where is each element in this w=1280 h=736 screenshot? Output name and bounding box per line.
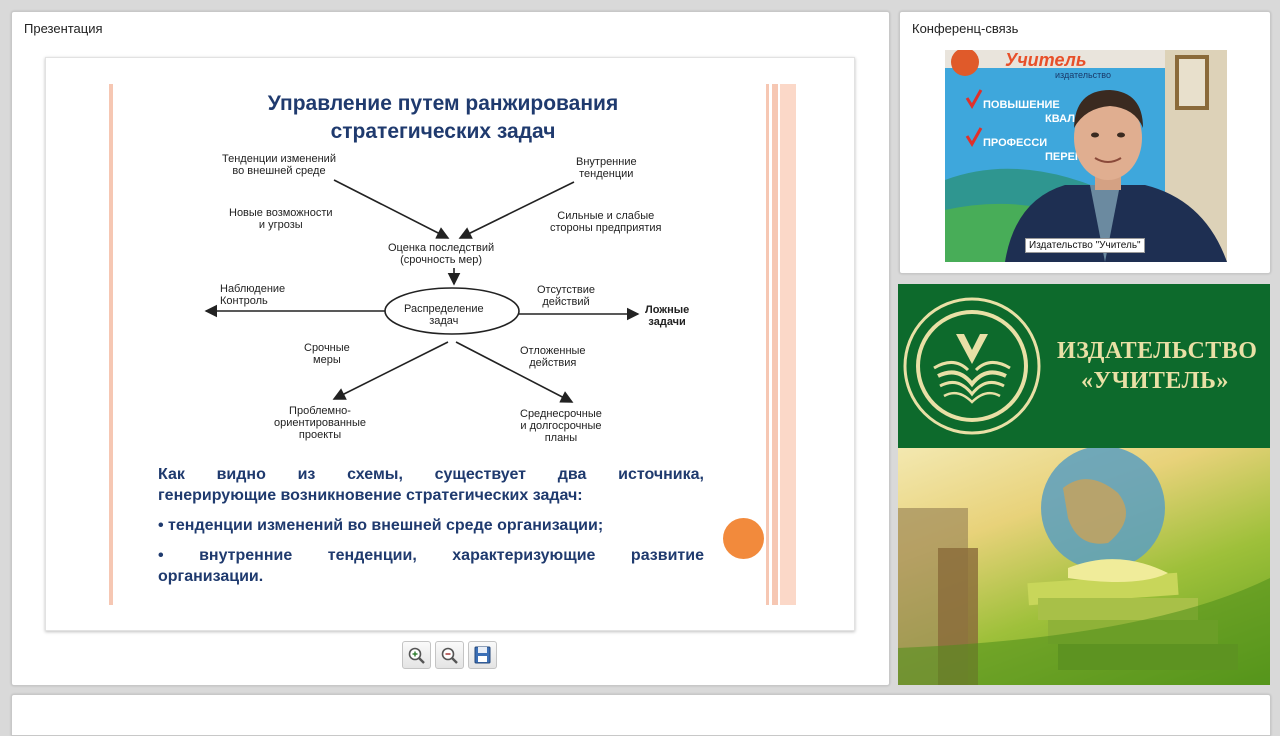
backdrop-text-1: издательство bbox=[1055, 70, 1111, 80]
backdrop-text-4: ПРОФЕССИ bbox=[983, 137, 1047, 149]
backdrop-text-2: ПОВЫШЕНИЕ bbox=[983, 99, 1060, 111]
slide-title-line-2: стратегических задач bbox=[330, 120, 556, 143]
zoom-out-icon bbox=[441, 647, 458, 664]
orange-circle-decor bbox=[723, 518, 764, 559]
diagram-label-right-upper: Отсутствие действий bbox=[537, 284, 596, 308]
banner-top: ИЗДАТЕЛЬСТВО «УЧИТЕЛЬ» bbox=[898, 284, 1270, 448]
zoom-out-button[interactable] bbox=[435, 641, 464, 669]
arrow-bottom-left bbox=[332, 341, 449, 400]
save-icon bbox=[474, 646, 491, 664]
presentation-panel-title: Презентация bbox=[24, 21, 103, 36]
diagram-label-lower-right: Отложенные действия bbox=[520, 345, 586, 369]
diagram-label-top-right: Внутренние тенденции bbox=[576, 156, 637, 180]
diagram-label-center-top: Оценка последствий (срочность мер) bbox=[388, 242, 495, 266]
webcam-scene: Учитель издательство ПОВЫШЕНИЕ КВАЛИФ ПР… bbox=[945, 50, 1227, 262]
zoom-in-button[interactable] bbox=[402, 641, 431, 669]
presentation-panel: Презентация Управление путем ранжировани… bbox=[11, 11, 890, 686]
diagram-label-left: Наблюдение Контроль bbox=[220, 283, 286, 307]
books-globe-illustration bbox=[898, 446, 1270, 685]
diagram-label-right: Ложные задачи bbox=[645, 304, 690, 328]
banner-title-line-1: ИЗДАТЕЛЬСТВО bbox=[1057, 338, 1258, 364]
slide-title: Управление путем ранжирования стратегиче… bbox=[156, 90, 730, 146]
backdrop-text-0: Учитель bbox=[1005, 50, 1087, 70]
conference-panel-title: Конференц-связь bbox=[912, 21, 1019, 36]
diagram-label-bottom-left: Проблемно- ориентированные проекты bbox=[274, 405, 367, 441]
diagram-label-top-left: Тенденции изменений во внешней среде bbox=[222, 153, 336, 177]
banner-books-image bbox=[898, 446, 1270, 685]
diagram-arrows bbox=[204, 179, 640, 403]
diagram-label-center: Распределение задач bbox=[404, 303, 484, 327]
banner-title-line-2: «УЧИТЕЛЬ» bbox=[1081, 368, 1229, 394]
slide-bullet-2-line-2: организации. bbox=[158, 568, 264, 585]
arrow-bottom-right bbox=[455, 341, 574, 403]
zoom-in-icon bbox=[408, 647, 425, 664]
diagram-label-bottom-right: Среднесрочные и долгосрочные планы bbox=[520, 408, 602, 444]
conference-panel: Конференц-связь Учитель издательство ПОВ… bbox=[899, 11, 1271, 274]
diagram-label-lower-left: Срочные меры bbox=[304, 342, 350, 366]
slide-right-decor-bars bbox=[766, 84, 798, 605]
save-button[interactable] bbox=[468, 641, 497, 669]
slide-bullet-2-line-1: • внутренние тенденции, характеризующие … bbox=[158, 547, 704, 564]
slide-bullet-1: • тенденции изменений во внешней среде о… bbox=[158, 517, 604, 534]
slide-paragraph-line-2: генерирующие возникновение стратегически… bbox=[158, 487, 583, 504]
slide-title-line-1: Управление путем ранжирования bbox=[267, 92, 619, 115]
slide-paragraph-line-1: Как видно из схемы, существует два источ… bbox=[158, 466, 704, 483]
webcam-video[interactable]: Учитель издательство ПОВЫШЕНИЕ КВАЛИФ ПР… bbox=[945, 50, 1227, 262]
publisher-logo-icon bbox=[903, 297, 1041, 435]
arrow-top-right bbox=[458, 181, 575, 239]
publisher-banner: ИЗДАТЕЛЬСТВО «УЧИТЕЛЬ» bbox=[898, 284, 1270, 685]
diagram-label-right-mid: Сильные и слабые стороны предприятия bbox=[550, 210, 662, 234]
video-caption: Издательство "Учитель" bbox=[1025, 238, 1145, 253]
diagram-label-left-mid: Новые возможности и угрозы bbox=[229, 207, 333, 231]
slide-left-decor-bar bbox=[109, 84, 113, 605]
bottom-panel bbox=[11, 694, 1271, 736]
arrow-top-left bbox=[333, 179, 450, 239]
slide: Управление путем ранжирования стратегиче… bbox=[45, 57, 855, 631]
